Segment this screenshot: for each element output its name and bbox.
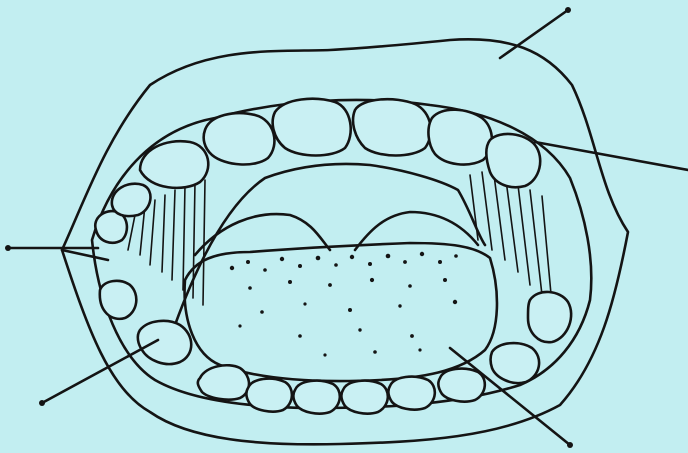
papilla-dot	[323, 353, 326, 356]
tooth-upper-5	[273, 99, 351, 156]
tooth-lower-10	[528, 292, 571, 342]
tooth-upper-2	[112, 184, 151, 216]
papilla-dot	[386, 254, 391, 259]
papilla-dot	[280, 257, 284, 261]
tooth-lower-9	[491, 343, 540, 383]
papilla-dot	[288, 280, 292, 284]
papilla-dot	[420, 252, 424, 256]
papilla-dot	[316, 256, 321, 261]
papilla-dot	[358, 328, 361, 331]
papilla-dot	[454, 254, 458, 258]
tooth-lower-1	[100, 281, 137, 319]
papilla-dot	[410, 334, 414, 338]
tooth-lower-8	[438, 369, 485, 402]
tooth-lower-3	[198, 365, 249, 399]
papilla-dot	[350, 255, 354, 259]
papilla-dot	[403, 260, 407, 264]
papilla-dot	[260, 310, 264, 314]
pointer-lips-dot	[565, 7, 571, 13]
papilla-dot	[453, 300, 457, 304]
papilla-dot	[408, 284, 412, 288]
papilla-dot	[238, 324, 241, 327]
papilla-dot	[248, 286, 252, 290]
papilla-dot	[334, 263, 338, 267]
tooth-upper-8	[486, 134, 540, 187]
tooth-upper-7	[428, 110, 491, 165]
papilla-dot	[368, 262, 372, 266]
papilla-dot	[230, 266, 234, 270]
pointer-tongue-dot	[567, 442, 573, 448]
papilla-dot	[328, 283, 332, 287]
pointer-lower-teeth-dot	[39, 400, 45, 406]
papilla-dot	[298, 264, 302, 268]
tooth-lower-4	[246, 379, 292, 412]
papilla-dot	[348, 308, 352, 312]
papilla-dot	[373, 350, 377, 354]
tooth-lower-5	[293, 381, 340, 414]
papilla-dot	[263, 268, 267, 272]
papilla-dot	[303, 302, 306, 305]
papilla-dot	[370, 278, 374, 282]
tooth-lower-6	[341, 381, 388, 414]
papilla-dot	[298, 334, 302, 338]
papilla-dot	[246, 260, 250, 264]
papilla-dot	[438, 260, 442, 264]
tooth-upper-6	[353, 99, 431, 155]
papilla-dot	[418, 348, 421, 351]
tooth-lower-7	[388, 377, 435, 410]
papilla-dot	[398, 304, 401, 307]
pointer-cheek-dot	[5, 245, 11, 251]
papilla-dot	[443, 278, 447, 282]
tooth-upper-4	[204, 113, 275, 164]
